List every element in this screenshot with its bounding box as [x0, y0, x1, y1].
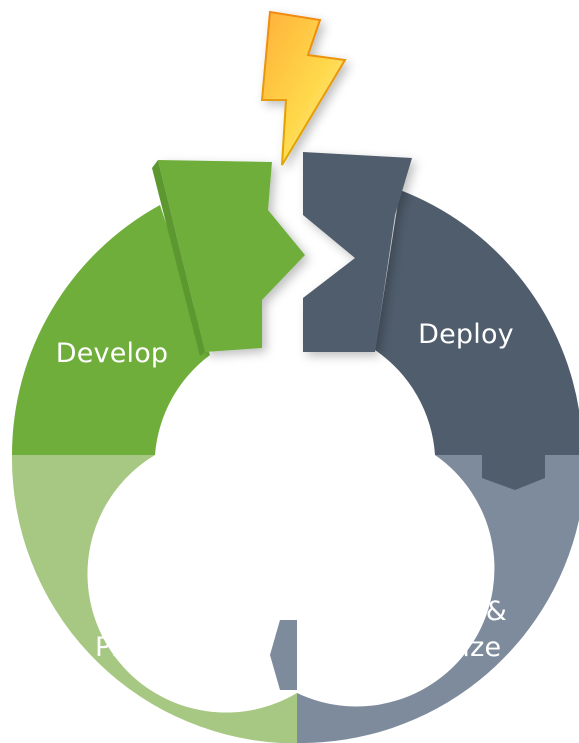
- segment-develop: [11, 205, 211, 455]
- segment-label-line: Deploy: [418, 319, 514, 350]
- knob-monitor-left: [270, 620, 297, 690]
- develop-raised-piece: [158, 160, 305, 352]
- segment-deploy: [375, 190, 579, 455]
- segment-label-line: Resolve: [105, 596, 211, 627]
- segment-resolve-problems: [11, 455, 297, 743]
- deploy-raised-piece: [303, 152, 412, 352]
- label-deploy: Deploy: [418, 319, 514, 350]
- segment-label-line: Optimize: [379, 632, 502, 663]
- segment-monitor-optimize: [297, 455, 579, 743]
- develop-piece-fold: [152, 160, 205, 356]
- segment-label-line: Monitor &: [373, 596, 507, 627]
- segment-label-line: Develop: [56, 338, 169, 369]
- lightning-bolt-icon: [260, 10, 347, 166]
- knob-develop-bottom: [48, 425, 110, 455]
- knob-deploy-bottom: [482, 455, 545, 490]
- label-monitor-optimize: Monitor & Optimize: [373, 596, 507, 663]
- label-develop: Develop: [56, 338, 169, 369]
- segment-label-line: Problems: [95, 632, 221, 663]
